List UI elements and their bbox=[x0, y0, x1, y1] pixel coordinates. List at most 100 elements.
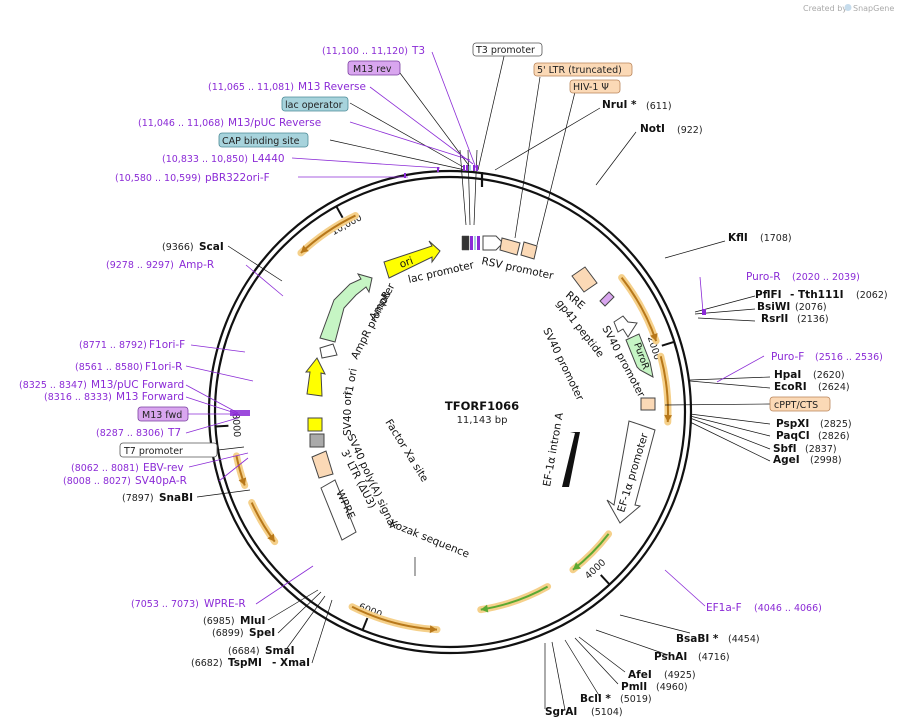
orf-halo bbox=[477, 583, 552, 614]
orf-arrowhead bbox=[650, 333, 658, 342]
label-factor-xa: Factor Xa site bbox=[382, 417, 430, 484]
t7-promoter-label: T7 promoter bbox=[123, 446, 183, 457]
puror-primer-pos: (2020 .. 2039) bbox=[792, 272, 860, 283]
pshai-label: PshAI bbox=[654, 651, 687, 663]
tth111i-label: - Tth111I bbox=[790, 289, 844, 301]
ef1a-promoter-arrow bbox=[606, 420, 656, 524]
l4440-label: L4440 bbox=[252, 153, 285, 165]
sgrai-label: SgrAI bbox=[545, 706, 577, 718]
bcli-label: BclI * bbox=[580, 693, 611, 705]
ampr-primer-label: Amp-R bbox=[179, 259, 214, 271]
ltr5-label: 5' LTR (truncated) bbox=[537, 65, 622, 76]
plasmid-size: 11,143 bp bbox=[457, 415, 508, 426]
credit-brand: SnapGene bbox=[853, 4, 894, 13]
top-labels: T3 promoter 5' LTR (truncated) HIV-1 Ψ N… bbox=[472, 42, 703, 136]
tick-mark bbox=[361, 617, 369, 631]
ori-arrow bbox=[383, 240, 441, 279]
pbr322-label: pBR322ori-F bbox=[205, 172, 270, 184]
ampr-primer-pos: (9278 .. 9297) bbox=[106, 260, 174, 271]
bsabi-pos: (4454) bbox=[728, 634, 760, 645]
orf-arrowhead bbox=[238, 477, 247, 486]
m13puc-fwd-pos: (8325 .. 8347) bbox=[19, 380, 87, 391]
snapgene-logo-icon bbox=[844, 4, 852, 11]
rsv-promoter-arrow bbox=[482, 235, 504, 251]
backbone-inner-ring bbox=[213, 175, 687, 649]
bsiwi-label: BsiWI bbox=[757, 301, 790, 313]
wpre-box bbox=[320, 479, 357, 541]
ecori-label: EcoRI bbox=[774, 381, 807, 393]
ampr-promoter-box bbox=[319, 343, 338, 359]
rsrii-pos: (2136) bbox=[797, 314, 829, 325]
f1orir-pos: (8561 .. 8580) bbox=[75, 362, 143, 373]
label-sv40ori: SV40 ori bbox=[342, 392, 354, 436]
m13rev-label: M13 rev bbox=[353, 64, 392, 75]
pspxi-label: PspXI bbox=[776, 418, 809, 430]
right-labels: KflI (1708) Puro-R (2020 .. 2039) PflFI … bbox=[706, 232, 888, 614]
tspmi-label: TspMI bbox=[228, 657, 262, 669]
orf-arrowhead bbox=[480, 604, 489, 613]
snabi-label: SnaBI bbox=[159, 492, 193, 504]
agei-label: AgeI bbox=[773, 454, 800, 466]
m13reverse-pos: (11,065 .. 11,081) bbox=[208, 82, 294, 93]
pbr322-pos: (10,580 .. 10,599) bbox=[115, 173, 201, 184]
pmli-label: PmlI bbox=[621, 681, 647, 693]
feature-arrows bbox=[304, 235, 656, 541]
tick-mark bbox=[600, 574, 611, 586]
purof-primer-label: Puro-F bbox=[771, 351, 804, 363]
ltr3-box bbox=[311, 450, 334, 479]
m13puc-rev-label: M13/pUC Reverse bbox=[228, 117, 321, 129]
t3-primer-label: T3 bbox=[411, 45, 425, 57]
agei-pos: (2998) bbox=[810, 455, 842, 466]
sv40polya-box bbox=[309, 433, 325, 448]
kfli-pos: (1708) bbox=[760, 233, 792, 244]
label-f1ori: f1 ori bbox=[343, 367, 360, 396]
pspxi-pos: (2825) bbox=[820, 419, 852, 430]
hiv-psi-box bbox=[520, 241, 538, 260]
t7-primer-pos: (8287 .. 8306) bbox=[96, 428, 164, 439]
ampr-arrow bbox=[319, 273, 373, 343]
ebvrev-label: EBV-rev bbox=[143, 462, 184, 474]
sbfi-label: SbfI bbox=[773, 443, 797, 455]
puror-primer-label: Puro-R bbox=[746, 271, 781, 283]
t7-primer-label: T7 bbox=[167, 427, 181, 439]
orf-arrowhead bbox=[664, 414, 673, 423]
paqci-pos: (2826) bbox=[818, 431, 850, 442]
ef1af-primer-label: EF1a-F bbox=[706, 602, 742, 614]
orf-arrowhead bbox=[429, 625, 437, 634]
spei-label: SpeI bbox=[249, 627, 275, 639]
wprer-label: WPRE-R bbox=[204, 598, 246, 610]
cap-site-label: CAP binding site bbox=[222, 136, 300, 147]
sv40ori-box bbox=[307, 417, 323, 432]
lac-operator-label: lac operator bbox=[285, 100, 343, 111]
backbone-feature-marks bbox=[230, 165, 706, 416]
sv40par-label: SV40pA-R bbox=[135, 475, 187, 487]
orf-arc bbox=[351, 605, 438, 631]
purof-primer-pos: (2516 .. 2536) bbox=[815, 352, 883, 363]
ef1a-intron-bar bbox=[562, 432, 580, 487]
bcli-pos: (5019) bbox=[620, 694, 652, 705]
orf-arcs bbox=[232, 212, 673, 634]
backbone-outer-ring bbox=[207, 169, 693, 655]
m13forward-pos: (8316 .. 8333) bbox=[44, 392, 112, 403]
f1orif-pos: (8771 .. 8792) bbox=[79, 340, 147, 351]
rsrii-label: RsrII bbox=[761, 313, 788, 325]
snabi-pos: (7897) bbox=[122, 493, 154, 504]
ef1af-primer-pos: (4046 .. 4066) bbox=[754, 603, 822, 614]
orf-arrowhead bbox=[572, 562, 581, 570]
noti-pos: (922) bbox=[677, 125, 703, 136]
m13puc-rev-pos: (11,046 .. 11,068) bbox=[138, 118, 224, 129]
m13forward-label: M13 Forward bbox=[116, 391, 184, 403]
credit-created-by: Created by bbox=[803, 4, 847, 13]
hiv-psi-label: HIV-1 Ψ bbox=[573, 82, 609, 93]
nrui-pos: (611) bbox=[646, 101, 672, 112]
orf-halo bbox=[297, 212, 359, 257]
gp41-box bbox=[599, 291, 615, 307]
mlui-pos: (6985) bbox=[203, 616, 235, 627]
sgrai-pos: (5104) bbox=[591, 707, 623, 718]
leader-lines-purple bbox=[185, 51, 765, 607]
mlui-label: MluI bbox=[240, 615, 265, 627]
f1orir-label: F1ori-R bbox=[145, 361, 182, 373]
label-ef1a-intron: EF-1α intron A bbox=[541, 411, 566, 488]
m13reverse-label: M13 Reverse bbox=[298, 81, 366, 93]
